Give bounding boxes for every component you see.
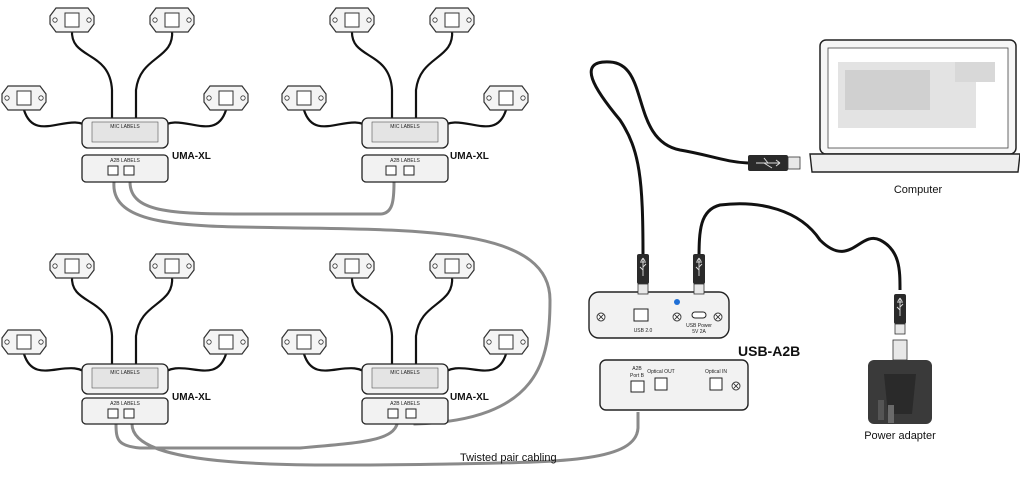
- mic-cables: [22, 29, 508, 377]
- twisted-pair-cables: [112, 181, 640, 467]
- uma-xl-unit-4: MIC LABELS A2B LABELS UMA-XL: [361, 363, 489, 425]
- computer: Computer: [809, 39, 1020, 196]
- usb-a2b-device: USB 2.0 USB Power 5V 2A A2B Port B Optic…: [588, 291, 800, 411]
- uma-xl-ports-a2b-labels: A2B LABELS: [110, 158, 140, 164]
- uma-xl-label-4: UMA-XL: [450, 392, 489, 403]
- usb-plugs: [636, 155, 907, 335]
- uma-xl-ports-mic-labels: MIC LABELS: [390, 370, 420, 376]
- usb-cables: [589, 60, 902, 291]
- computer-label: Computer: [894, 184, 943, 196]
- usb-a2b-ports-optical-in: Optical IN: [705, 369, 727, 375]
- uma-xl-ports-mic-labels: MIC LABELS: [390, 124, 420, 130]
- twisted-pair-label: Twisted pair cabling: [460, 452, 557, 464]
- uma-xl-label-3: UMA-XL: [172, 392, 211, 403]
- usb-a2b-ports-usb: USB 2.0: [634, 328, 653, 334]
- uma-xl-unit-1: MIC LABELS A2B LABELS UMA-XL: [81, 117, 211, 183]
- usb-a2b-ports-optical-out: Optical OUT: [647, 369, 675, 375]
- usb-a2b-ports-a2b-port-b: Port B: [630, 373, 645, 379]
- microphones: [1, 7, 529, 355]
- usb-a2b-ports-a2b-port: A2B: [632, 366, 642, 372]
- uma-xl-unit-3: MIC LABELS A2B LABELS UMA-XL: [81, 363, 211, 425]
- usb-a2b-ports-usb-power-rating: 5V 2A: [692, 329, 706, 335]
- uma-xl-unit-2: MIC LABELS A2B LABELS UMA-XL: [361, 117, 489, 183]
- uma-xl-label-1: UMA-XL: [172, 151, 211, 162]
- uma-xl-label-2: UMA-XL: [450, 151, 489, 162]
- power-adapter: Power adapter: [864, 339, 936, 442]
- uma-xl-ports-a2b-labels: A2B LABELS: [390, 158, 420, 164]
- status-led: [674, 299, 680, 305]
- usb-a2b-ports-usb-power: USB Power: [686, 323, 712, 329]
- uma-xl-ports-a2b-labels: A2B LABELS: [390, 401, 420, 407]
- uma-xl-ports-mic-labels: MIC LABELS: [110, 124, 140, 130]
- power-adapter-label: Power adapter: [864, 430, 936, 442]
- uma-xl-ports-mic-labels: MIC LABELS: [110, 370, 140, 376]
- usb-a2b-label: USB-A2B: [738, 343, 800, 359]
- uma-xl-ports-a2b-labels: A2B LABELS: [110, 401, 140, 407]
